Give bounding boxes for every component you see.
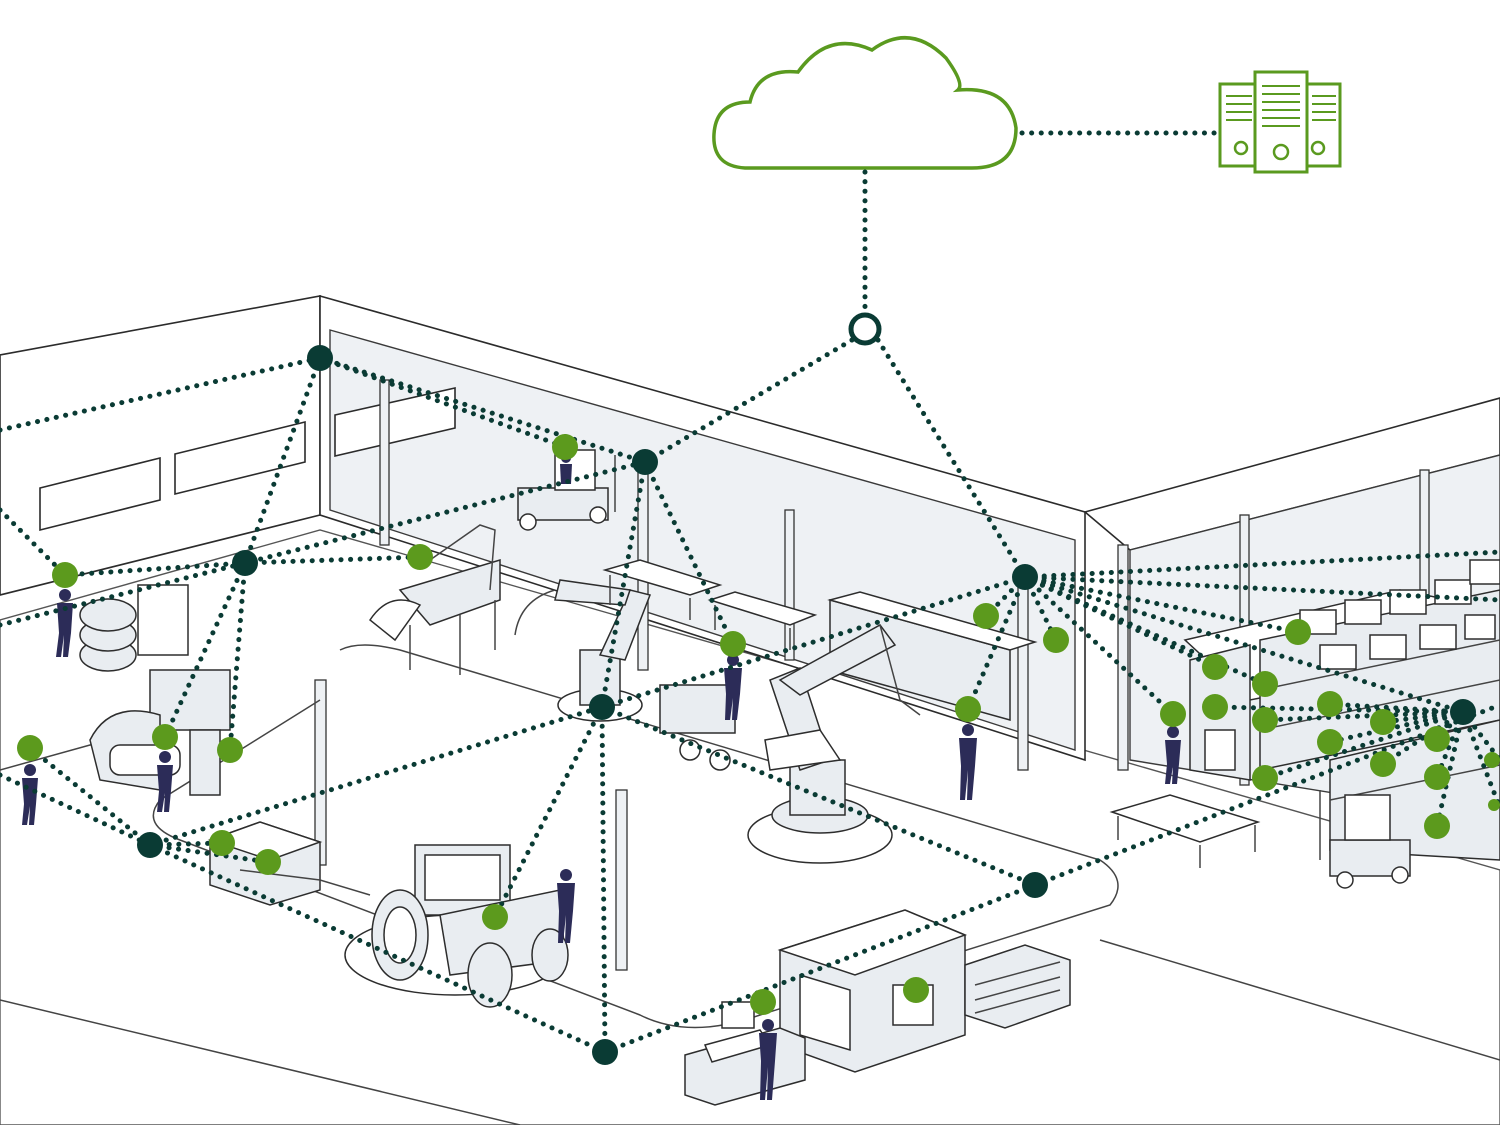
column <box>1017 579 1029 771</box>
hub-node <box>307 345 333 371</box>
sensor-node <box>1043 627 1069 653</box>
worker <box>56 589 73 657</box>
worker <box>759 1019 777 1100</box>
sensor-node <box>1424 726 1450 752</box>
sensor-node <box>1285 619 1311 645</box>
sensor-node <box>1317 729 1343 755</box>
hub-node <box>232 550 258 576</box>
sensor-node <box>1252 707 1278 733</box>
sensor-node <box>1202 654 1228 680</box>
floor-lane <box>1099 939 1500 1061</box>
hub-node <box>589 694 615 720</box>
hub-node <box>1450 699 1476 725</box>
forklift-right <box>1319 790 1411 889</box>
plough-implement <box>368 524 501 675</box>
sensor-node <box>52 562 78 588</box>
sensor-node <box>217 737 243 763</box>
sensor-node <box>152 724 178 750</box>
link-gateway <box>875 337 1028 580</box>
sensor-node <box>209 830 235 856</box>
warehouse-roof <box>1083 397 1500 551</box>
hub-node <box>1022 872 1048 898</box>
network-links <box>0 130 1500 1055</box>
sensor-node <box>1370 709 1396 735</box>
sensor-node <box>1370 751 1396 777</box>
robot-arm-center <box>747 624 921 864</box>
hub-node <box>1012 564 1038 590</box>
sensor-node <box>720 631 746 657</box>
sensor-node <box>1424 813 1450 839</box>
column <box>615 789 628 971</box>
sensor-node <box>407 544 433 570</box>
sensor-node <box>1488 799 1500 811</box>
sensor-node <box>750 989 776 1015</box>
window <box>334 387 456 458</box>
tractor <box>239 844 569 1008</box>
sensor-node <box>482 904 508 930</box>
hub-node <box>592 1039 618 1065</box>
worker <box>1165 726 1181 784</box>
machinery <box>79 449 1500 1106</box>
cloud-icon <box>712 36 1018 170</box>
gateway-node <box>848 312 882 346</box>
sensor-node <box>973 603 999 629</box>
server-rack-icon <box>1218 70 1342 174</box>
worker <box>157 751 173 812</box>
sensor-node <box>1252 671 1278 697</box>
column <box>314 679 327 866</box>
sensor-node <box>255 849 281 875</box>
workbench <box>707 591 818 650</box>
tire-stack <box>79 584 189 672</box>
sensor-node <box>1484 752 1500 768</box>
sensor-node <box>903 977 929 1003</box>
worker <box>724 654 742 720</box>
sensor-nodes <box>17 434 1500 1015</box>
tool-cabinet <box>964 944 1071 1029</box>
sensor-node <box>1202 694 1228 720</box>
worker <box>557 869 575 943</box>
sensor-node <box>1252 765 1278 791</box>
sensor-node <box>1317 691 1343 717</box>
workbench <box>602 559 723 620</box>
worker <box>959 724 977 800</box>
sensor-node <box>552 434 578 460</box>
window <box>39 456 161 532</box>
engine-block <box>659 684 736 771</box>
workers <box>22 453 1181 1100</box>
hub-node <box>137 832 163 858</box>
hub-node <box>632 449 658 475</box>
sensor-node <box>1424 764 1450 790</box>
hub-nodes <box>137 345 1476 1065</box>
column <box>1117 544 1129 771</box>
link-gateway <box>642 337 855 465</box>
floor-lane <box>0 999 521 1125</box>
column <box>784 509 795 661</box>
sensor-node <box>1160 701 1186 727</box>
window <box>174 420 306 496</box>
column <box>379 379 390 546</box>
sensor-node <box>17 735 43 761</box>
sensor-node <box>955 696 981 722</box>
